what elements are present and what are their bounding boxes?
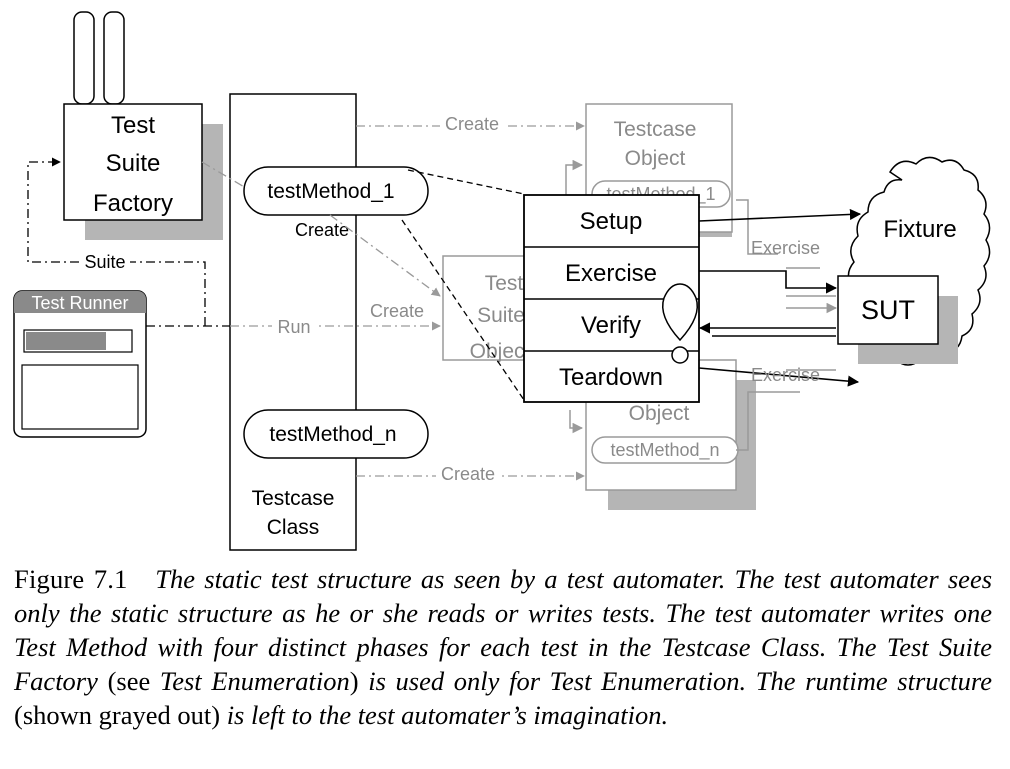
test-method-1 xyxy=(243,166,429,216)
test-method-n xyxy=(243,409,429,459)
runner-output-pane xyxy=(21,364,139,430)
caption-seg4: ) xyxy=(349,666,359,696)
phase-setup: Setup xyxy=(580,208,643,235)
testcase-class: testMethod_1 testMethod_n Testcase Class… xyxy=(229,93,429,551)
caption-seg7: is left to the test automater’s imaginat… xyxy=(220,700,669,730)
figure-number: Figure 7.1 xyxy=(14,564,128,594)
runner-progress-fill xyxy=(26,332,106,350)
phase-exercise: Exercise xyxy=(565,260,657,287)
factory-line3: Factory xyxy=(93,190,173,217)
testcase-class-line2: Class xyxy=(267,516,320,539)
factory-line2: Suite xyxy=(106,150,161,177)
create-under-method-label: Create xyxy=(295,220,349,240)
suite-label: Suite xyxy=(84,252,125,272)
suite-object-line1: Test xyxy=(485,272,524,295)
sut-label: SUT xyxy=(861,295,915,325)
caption-seg1: The static test structure as seen by a t… xyxy=(14,564,993,696)
testcase-object-bottom-method: testMethod_n xyxy=(610,440,719,461)
assertion-dot-icon xyxy=(671,346,689,364)
factory-line1: Test xyxy=(111,112,155,139)
testcase-class-line1: Testcase xyxy=(252,487,335,510)
testcase-object-top-line1: Testcase xyxy=(614,118,697,141)
connector-labels: Suite Run Create Create Create xyxy=(82,114,504,484)
runtime-connectors xyxy=(565,159,838,451)
runner-title: Test Runner xyxy=(31,293,128,313)
phase-verify: Verify xyxy=(581,312,641,339)
create-bottom-label: Create xyxy=(441,464,495,484)
fixture-cloud: Fixture SUT xyxy=(837,156,991,366)
caption-seg5: is used only for Test Enumeration. The r… xyxy=(358,666,992,696)
assertion-icon xyxy=(662,283,698,342)
create-top-label: Create xyxy=(445,114,499,134)
exercise-label-bottom: Exercise xyxy=(751,365,820,385)
phase-arrows xyxy=(698,208,862,387)
test-method-n-label: testMethod_n xyxy=(269,423,396,446)
fixture-label: Fixture xyxy=(883,216,956,243)
test-phases-box: Setup Exercise Verify Teardown xyxy=(523,194,700,403)
phase-teardown: Teardown xyxy=(559,364,663,391)
test-structure-diagram: Testcase Object testMethod_1 Object test… xyxy=(13,11,991,551)
test-suite-object: Test Suite Object xyxy=(442,255,531,363)
caption-seg2: (see xyxy=(107,666,160,696)
testcase-object-bottom-line: Object xyxy=(629,402,690,425)
figure-caption: Figure 7.1 The static test structure as … xyxy=(14,562,992,732)
test-method-1-label: testMethod_1 xyxy=(267,180,394,203)
caption-seg3: Test Enumeration xyxy=(159,666,350,696)
suite-object-line2: Suite xyxy=(477,304,525,327)
caption-seg6: (shown grayed out) xyxy=(14,700,221,730)
method-expansion-lines xyxy=(401,169,525,401)
sut-box xyxy=(837,275,939,345)
exercise-label-top: Exercise xyxy=(751,238,820,258)
testcase-object-top-line2: Object xyxy=(625,147,686,170)
test-suite-factory: Test Suite Factory xyxy=(63,11,223,240)
suite-object-line3: Object xyxy=(470,340,531,363)
run-label: Run xyxy=(277,317,310,337)
test-runner-window: Test Runner xyxy=(13,290,147,438)
create-middle-label: Create xyxy=(370,301,424,321)
